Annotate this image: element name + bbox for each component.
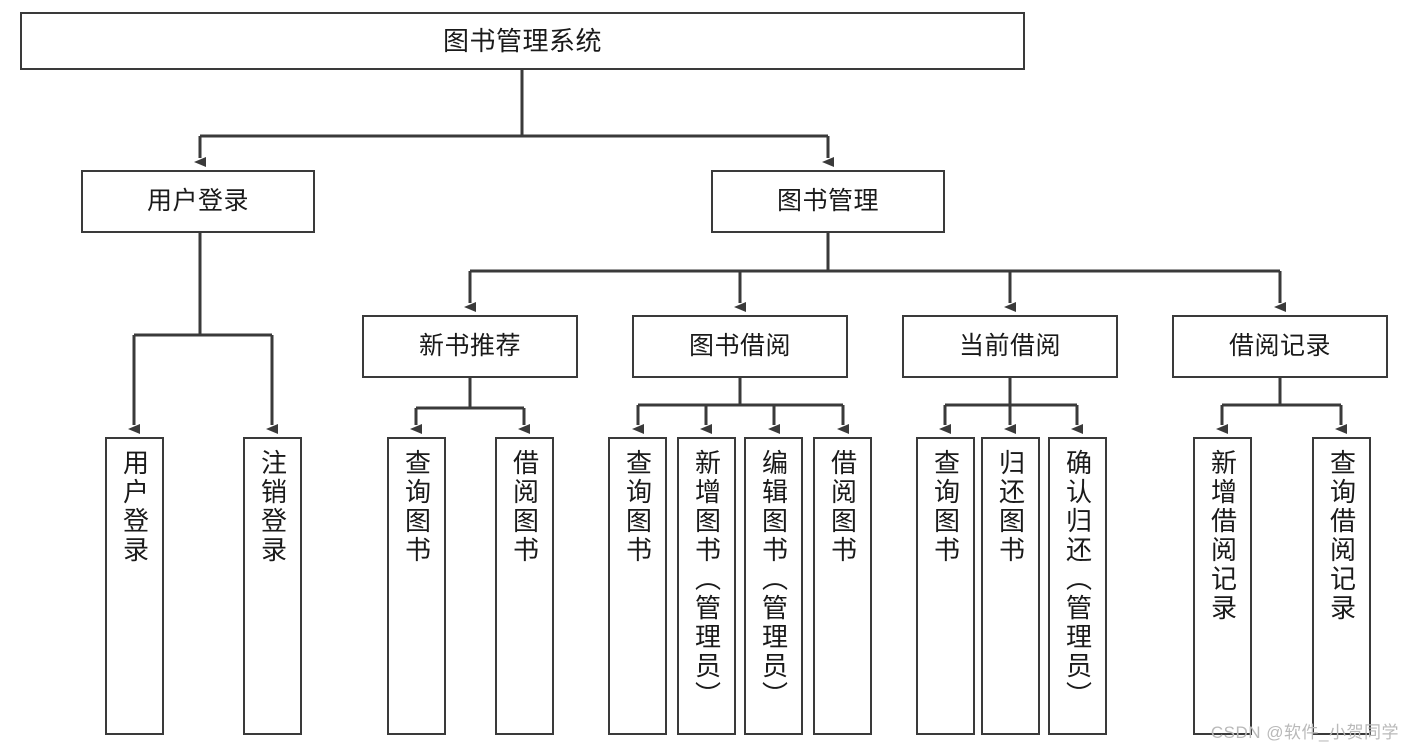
node-new-book-recommend[interactable]: 新书推荐 xyxy=(362,315,578,378)
node-leaf-user-login[interactable]: 用户登录 xyxy=(105,437,164,735)
node-leaf-add-record[interactable]: 新增借阅记录 xyxy=(1193,437,1252,735)
node-leaf-query-book-1[interactable]: 查询图书 xyxy=(387,437,446,735)
node-label: 用户登录 xyxy=(146,186,249,215)
node-label: 用户登录 xyxy=(119,449,150,565)
node-label: 新增借阅记录 xyxy=(1207,449,1238,623)
node-label: 借阅图书 xyxy=(509,449,540,565)
node-leaf-add-book[interactable]: 新增图书（管理员） xyxy=(677,437,736,735)
node-label: 新增图书（管理员） xyxy=(691,449,722,710)
node-leaf-query-book-3[interactable]: 查询图书 xyxy=(916,437,975,735)
node-label: 新书推荐 xyxy=(418,331,521,360)
node-leaf-logout-login[interactable]: 注销登录 xyxy=(243,437,302,735)
node-label: 查询图书 xyxy=(401,449,432,565)
node-label: 查询图书 xyxy=(622,449,653,565)
node-leaf-borrow-book-1[interactable]: 借阅图书 xyxy=(495,437,554,735)
node-leaf-query-record[interactable]: 查询借阅记录 xyxy=(1312,437,1371,735)
node-borrow-record[interactable]: 借阅记录 xyxy=(1172,315,1388,378)
node-label: 注销登录 xyxy=(257,449,288,565)
node-user-login[interactable]: 用户登录 xyxy=(81,170,315,233)
node-leaf-edit-book[interactable]: 编辑图书（管理员） xyxy=(744,437,803,735)
node-label: 归还图书 xyxy=(995,449,1026,565)
node-label: 图书管理系统 xyxy=(442,25,602,56)
node-label: 查询图书 xyxy=(930,449,961,565)
node-label: 借阅图书 xyxy=(827,449,858,565)
node-label: 确认归还（管理员） xyxy=(1062,449,1093,710)
node-label: 当前借阅 xyxy=(958,331,1061,360)
node-leaf-query-book-2[interactable]: 查询图书 xyxy=(608,437,667,735)
node-label: 编辑图书（管理员） xyxy=(758,449,789,710)
csdn-watermark: CSDN @软件_小贺同学 xyxy=(1210,723,1399,742)
node-current-borrow[interactable]: 当前借阅 xyxy=(902,315,1118,378)
node-leaf-confirm-return[interactable]: 确认归还（管理员） xyxy=(1048,437,1107,735)
node-leaf-borrow-book-2[interactable]: 借阅图书 xyxy=(813,437,872,735)
node-label: 借阅记录 xyxy=(1228,331,1331,360)
node-book-management[interactable]: 图书管理 xyxy=(711,170,945,233)
node-label: 图书借阅 xyxy=(688,331,791,360)
node-label: 查询借阅记录 xyxy=(1326,449,1357,623)
node-label: 图书管理 xyxy=(776,186,879,215)
node-book-borrow[interactable]: 图书借阅 xyxy=(632,315,848,378)
node-root-system[interactable]: 图书管理系统 xyxy=(20,12,1025,70)
node-leaf-return-book[interactable]: 归还图书 xyxy=(981,437,1040,735)
